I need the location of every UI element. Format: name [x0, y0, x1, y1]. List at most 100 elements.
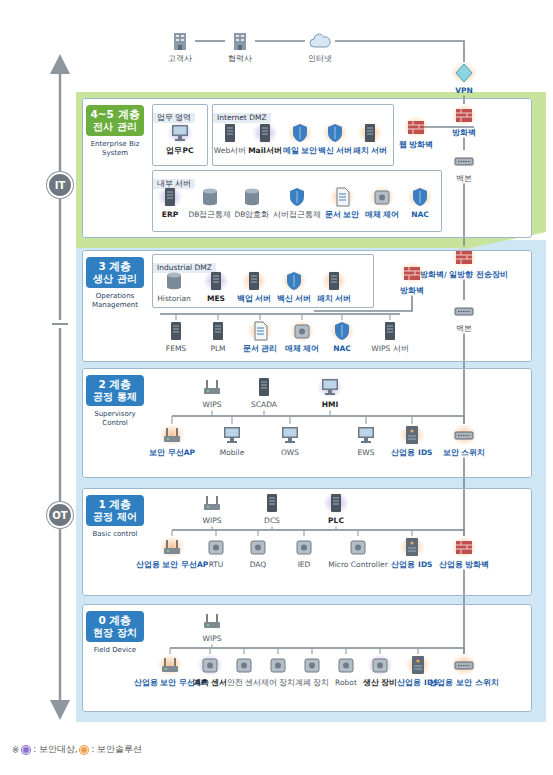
bus-drop [365, 416, 366, 424]
device-icon [451, 62, 477, 84]
device-symbol [401, 424, 423, 446]
layer-badge: 0 계층현장 장치 [86, 611, 144, 642]
layer-english: Field Device [86, 646, 144, 655]
device-icon [329, 186, 355, 208]
device-symbol [199, 186, 221, 208]
device-label: VPN [433, 86, 495, 96]
bus-drop [211, 645, 212, 649]
device-icon [289, 320, 315, 342]
device-label: WIPS [0, 516, 458, 526]
device-symbol [253, 376, 275, 398]
bus-drop [411, 416, 412, 424]
zone-circle: OT [47, 502, 73, 528]
device-symbol [169, 122, 191, 144]
device-symbol [205, 536, 227, 558]
device-icon [281, 270, 307, 292]
device-icon [451, 104, 477, 126]
device-label: 방화벽 [412, 128, 516, 138]
layer-panel: 2 계층공정 통제Supervisory ControlWIPSSCADAHMI… [82, 368, 532, 478]
device-symbol [355, 424, 377, 446]
device-node: WIPS [24, 376, 400, 410]
network-link [335, 41, 464, 62]
legend-text: : 보안대상, [33, 744, 77, 756]
bus-drop [335, 527, 336, 531]
device-node: WIPS 서버 [230, 320, 550, 354]
layer-name: 전사 관리 [88, 121, 142, 133]
device-symbol [289, 122, 311, 144]
bus-drop [231, 416, 232, 424]
network-link [463, 138, 465, 151]
network-link [463, 334, 465, 425]
device-icon [317, 376, 343, 398]
device-icon [159, 536, 185, 558]
device-symbol [453, 424, 475, 446]
bus-drop [357, 530, 358, 536]
device-label: OWS [78, 448, 502, 458]
device-symbol [279, 424, 301, 446]
device-icon [329, 320, 355, 342]
layer-english: Basic control [86, 530, 144, 539]
device-node: EWS [154, 424, 553, 458]
device-icon [291, 536, 317, 558]
device-symbol [247, 536, 269, 558]
bus-line [160, 313, 400, 315]
device-label: 웹 방화벽 [358, 140, 474, 150]
device-label: NAC [327, 210, 513, 220]
layer-english: Operations Management [86, 292, 144, 310]
layer-number: 0 계층 [88, 614, 142, 627]
device-node: 매체 제어 [289, 186, 475, 220]
device-symbol [199, 654, 221, 676]
device-symbol [221, 424, 243, 446]
layer-panel: 4~5 계층전사 관리Enterprise Biz System업무 영역업무P… [82, 98, 532, 238]
bus-drop [345, 648, 346, 654]
device-icon [399, 536, 425, 558]
device-node: 방화벽 [412, 104, 516, 138]
device-symbol [453, 300, 475, 322]
device-icon [451, 654, 477, 676]
legend-text: : 보안솔루션 [91, 744, 142, 756]
device-node: SCADA [76, 376, 452, 410]
device-label: 방화벽/ 일방향 전송장비 [341, 270, 553, 280]
device-icon [199, 610, 225, 632]
bus-drop [277, 648, 278, 654]
device-icon [157, 654, 183, 676]
axis-arrow [59, 64, 62, 171]
network-link [463, 280, 465, 301]
device-symbol [407, 654, 429, 676]
device-symbol [201, 610, 223, 632]
device-icon [239, 186, 265, 208]
layer-panel: 3 계층생산 관리Operations ManagementIndustrial… [82, 250, 532, 362]
device-icon [265, 654, 291, 676]
device-label: 보안 스위치 [252, 448, 553, 458]
network-link [463, 570, 465, 655]
device-symbol [291, 320, 313, 342]
device-label: EWS [154, 448, 553, 458]
device-symbol [254, 122, 276, 144]
device-icon [451, 536, 477, 558]
device-node: 백신 서버 [159, 270, 429, 304]
device-symbol [331, 186, 353, 208]
device-label: PLM [58, 344, 378, 354]
device-icon [284, 186, 310, 208]
device-node: 보안 무선AP [0, 424, 384, 458]
device-node: PLC [90, 492, 553, 526]
device-node: VPN [433, 62, 495, 96]
device-symbol [205, 270, 227, 292]
legend-swatch [22, 746, 30, 754]
device-symbol [219, 122, 241, 144]
device-icon [287, 122, 313, 144]
axis-line [59, 328, 62, 501]
device-node: 고객사 [165, 30, 195, 64]
device-symbol [453, 104, 475, 126]
device-icon [321, 270, 347, 292]
device-symbol [293, 536, 315, 558]
zone-box: Internet DMZWeb서버Mail서버메일 보안백신 서버패치 서버 [212, 104, 394, 166]
bus-drop [289, 416, 290, 424]
device-symbol [207, 320, 229, 342]
layer-name: 현장 장치 [88, 627, 142, 639]
device-label: Mobile [20, 448, 444, 458]
bus-drop [303, 530, 304, 536]
device-icon [159, 424, 185, 446]
device-symbol [453, 62, 475, 84]
zone-circle-label: OT [52, 510, 67, 521]
